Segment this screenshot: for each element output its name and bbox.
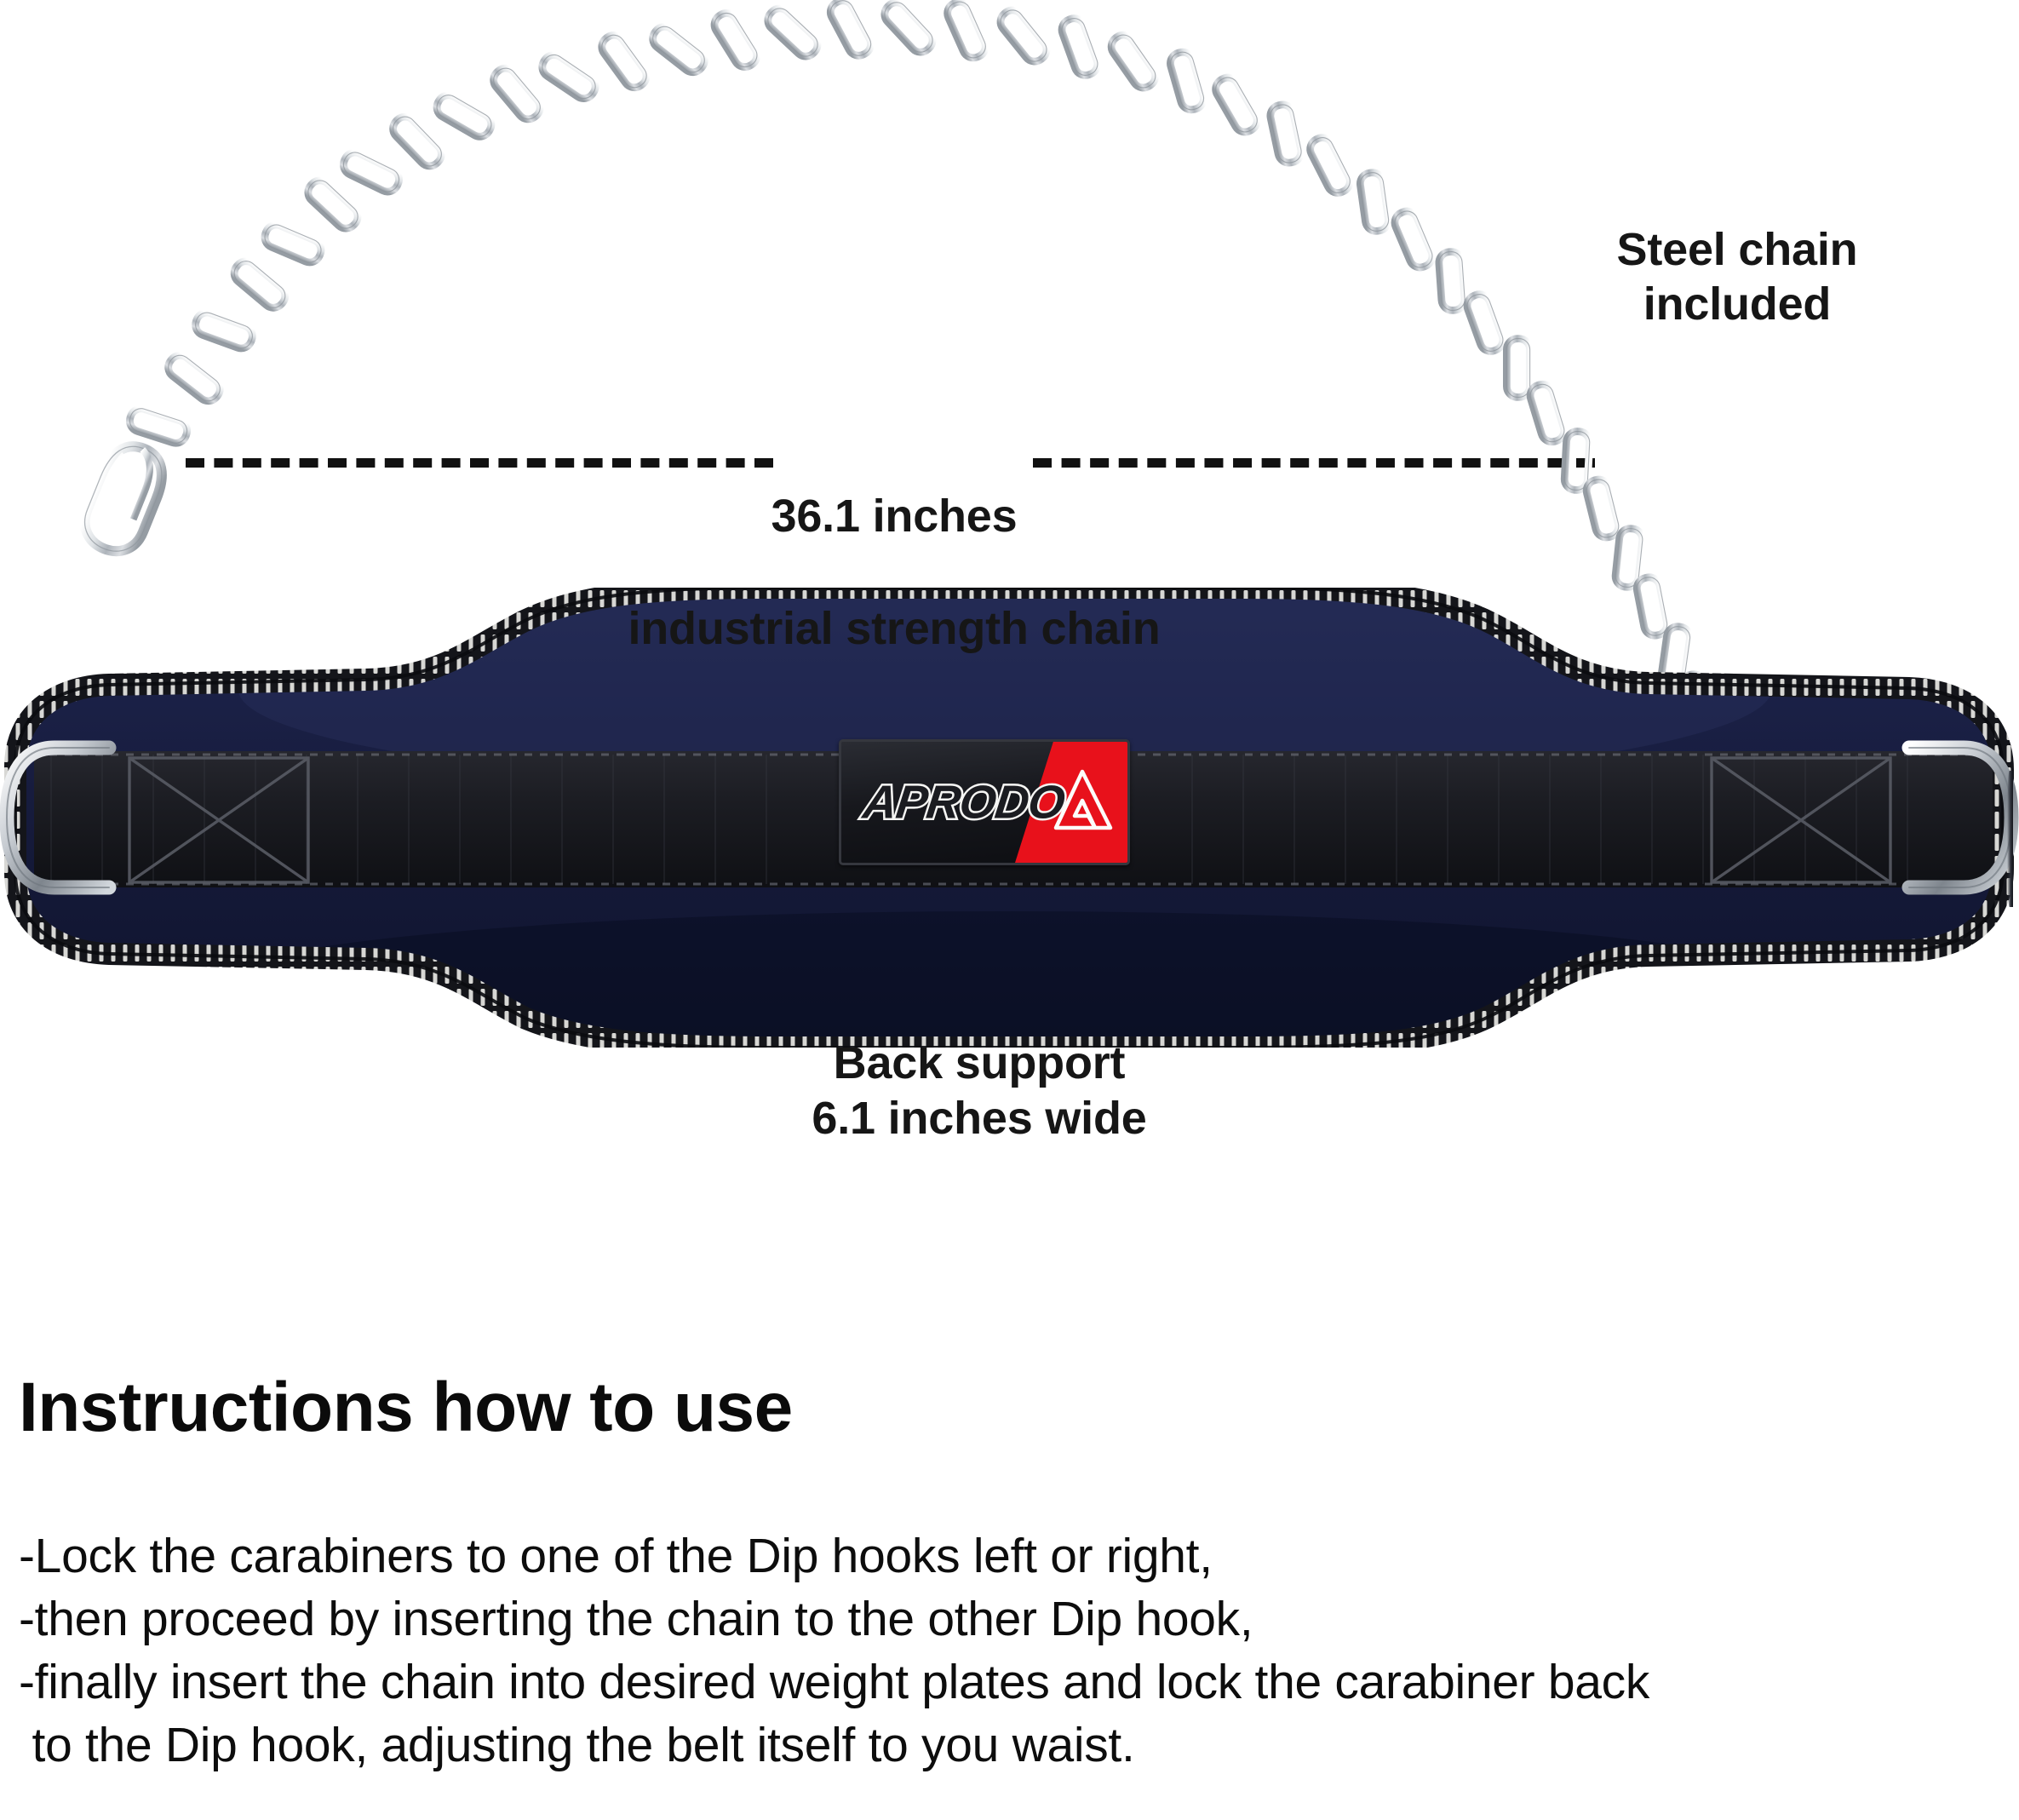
instructions-section: Instructions how to use -Lock the carabi… xyxy=(19,1373,1977,1777)
carabiner-left xyxy=(76,438,172,560)
chain-dimension-value: 36.1 inches xyxy=(596,488,1192,545)
instruction-step: -Lock the carabiners to one of the Dip h… xyxy=(19,1529,1213,1583)
instruction-step: -then proceed by inserting the chain to … xyxy=(19,1592,1253,1647)
dimension-dash-line-right xyxy=(1033,458,1595,468)
instructions-list: -Lock the carabiners to one of the Dip h… xyxy=(19,1524,1977,1777)
adjacent-image-edge-sliver xyxy=(2007,771,2013,907)
d-ring-left xyxy=(0,740,117,895)
x-box-stitch-left xyxy=(128,756,310,884)
chain-dimension-subtitle: industrial strength chain xyxy=(628,602,1161,654)
instructions-heading: Instructions how to use xyxy=(19,1369,793,1446)
steel-chain-callout: Steel chain included xyxy=(1616,224,1858,330)
brand-wordmark: APRODO xyxy=(858,773,1070,830)
aprodo-triangle-mark-icon xyxy=(1053,769,1113,830)
patch-background: APRODO xyxy=(839,739,1130,865)
instruction-step: to the Dip hook, adjusting the belt itse… xyxy=(19,1718,1135,1773)
aprodo-logo-patch: APRODO xyxy=(839,739,1130,865)
instruction-step: -finally insert the chain into desired w… xyxy=(19,1655,1650,1710)
dimension-dash-line-left xyxy=(186,458,773,468)
back-support-callout: Back support 6.1 inches wide xyxy=(812,1037,1147,1144)
chain-dimension-callout: 36.1 inches industrial strength chain xyxy=(596,433,1192,713)
